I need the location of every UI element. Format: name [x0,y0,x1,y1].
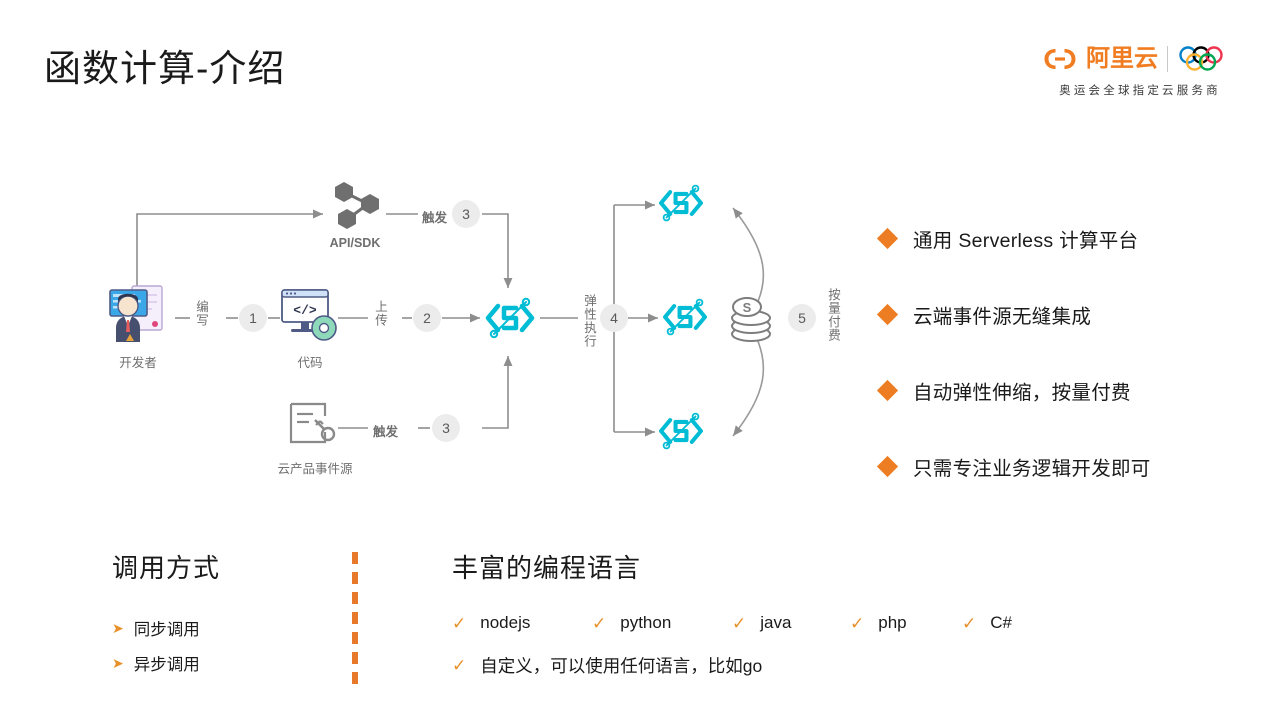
feature-bullet-label: 云端事件源无缝集成 [913,305,1092,328]
feature-bullet-item: 云端事件源无缝集成 [876,276,1250,352]
check-icon: ✓ [592,613,607,633]
feature-bullet-item: 自动弹性伸缩，按量付费 [876,352,1250,428]
edge-label-write: 编写 [194,300,208,327]
language-item: ✓ nodejs [452,613,592,633]
diamond-bullet-icon [876,455,899,477]
diamond-bullet-icon [876,227,899,249]
olympic-rings-icon [1177,46,1237,72]
feature-bullet-item: 通用 Serverless 计算平台 [876,200,1250,276]
section-divider [352,552,358,684]
brand-block: 阿里云 奥运会全球指定云服务商 [1042,42,1238,98]
step-circle-1: 1 [239,304,267,332]
page-title: 函数计算-介绍 [44,48,286,89]
edge-label-trigger-api: 触发 [422,211,448,225]
language-label: php [878,613,907,632]
api-sdk-caption: API/SDK [329,236,381,250]
architecture-diagram: 开发者 编写 1 </> 代码 上传 2 [90,160,850,500]
svg-text:</>: </> [293,303,317,318]
step-circle-2: 2 [413,304,441,332]
language-label: python [620,613,672,632]
arrow-bullet-icon: ➤ [112,619,124,636]
check-icon: ✓ [452,656,467,675]
language-label: C# [990,613,1012,632]
language-label: nodejs [480,613,531,632]
step-circle-3-api: 3 [452,200,480,228]
invocation-item-label: 异步调用 [133,655,200,674]
step-circle-4: 4 [600,304,628,332]
diamond-bullet-icon [876,303,899,325]
invocation-item: ➤ 同步调用 [112,613,342,642]
svg-text:S: S [743,300,752,315]
developer-caption: 开发者 [119,356,157,370]
language-item: ✓ php [850,613,962,633]
invocation-title: 调用方式 [112,553,221,583]
invocation-section: 调用方式 ➤ 同步调用 ➤ 异步调用 [112,548,342,683]
feature-bullet-label: 自动弹性伸缩，按量付费 [913,381,1131,404]
feature-bullet-label: 通用 Serverless 计算平台 [913,229,1139,252]
arrow-bullet-icon: ➤ [112,654,124,671]
api-sdk-nodes-icon [322,178,388,232]
invocation-item: ➤ 异步调用 [112,648,342,677]
function-compute-icon-main [478,286,542,350]
invocation-item-label: 同步调用 [133,620,200,639]
brand-divider [1167,46,1168,72]
language-item: ✓ C# [962,613,1012,633]
code-caption: 代码 [297,356,323,370]
edge-label-pay-as-you-go: 按量付费 [826,288,840,342]
check-icon: ✓ [452,613,467,633]
language-item: ✓ java [732,613,850,633]
language-custom-item: ✓ 自定义，可以使用任何语言，比如go [452,653,1152,678]
languages-row: ✓ nodejs ✓ python ✓ java ✓ php ✓ C# [452,613,1152,633]
languages-section: 丰富的编程语言 ✓ nodejs ✓ python ✓ java ✓ php ✓… [452,548,1152,678]
check-icon: ✓ [732,613,747,633]
feature-bullet-item: 只需专注业务逻辑开发即可 [876,428,1250,504]
language-label: java [760,613,792,632]
function-compute-icon-instance-mid [656,288,714,346]
diamond-bullet-icon [876,379,899,401]
function-compute-icon-instance-top [652,174,710,232]
developer-monitor-icon [102,282,174,348]
feature-bullet-list: 通用 Serverless 计算平台 云端事件源无缝集成 自动弹性伸缩，按量付费… [876,200,1250,504]
step-circle-5: 5 [788,304,816,332]
edge-label-upload: 上传 [373,300,387,327]
brand-subtitle: 奥运会全球指定云服务商 [1059,85,1221,97]
step-circle-3-event: 3 [432,414,460,442]
brand-row: 阿里云 [1042,42,1238,76]
language-item: ✓ python [592,613,732,633]
check-icon: ✓ [850,613,865,633]
cloud-event-source-icon [285,398,341,454]
brand-name: 阿里云 [1086,45,1158,72]
language-custom-label: 自定义，可以使用任何语言，比如go [480,656,763,676]
check-icon: ✓ [962,613,977,633]
feature-bullet-label: 只需专注业务逻辑开发即可 [913,457,1151,480]
edge-label-elastic-exec: 弹性执行 [582,294,596,348]
coins-stack-icon: S [722,290,780,348]
code-window-gear-icon: </> [278,286,340,346]
event-source-caption: 云产品事件源 [277,462,353,476]
function-compute-icon-instance-bottom [652,402,710,460]
languages-title: 丰富的编程语言 [452,553,642,583]
edge-label-trigger-event: 触发 [373,425,399,439]
alibaba-cloud-mark-icon [1043,47,1077,71]
